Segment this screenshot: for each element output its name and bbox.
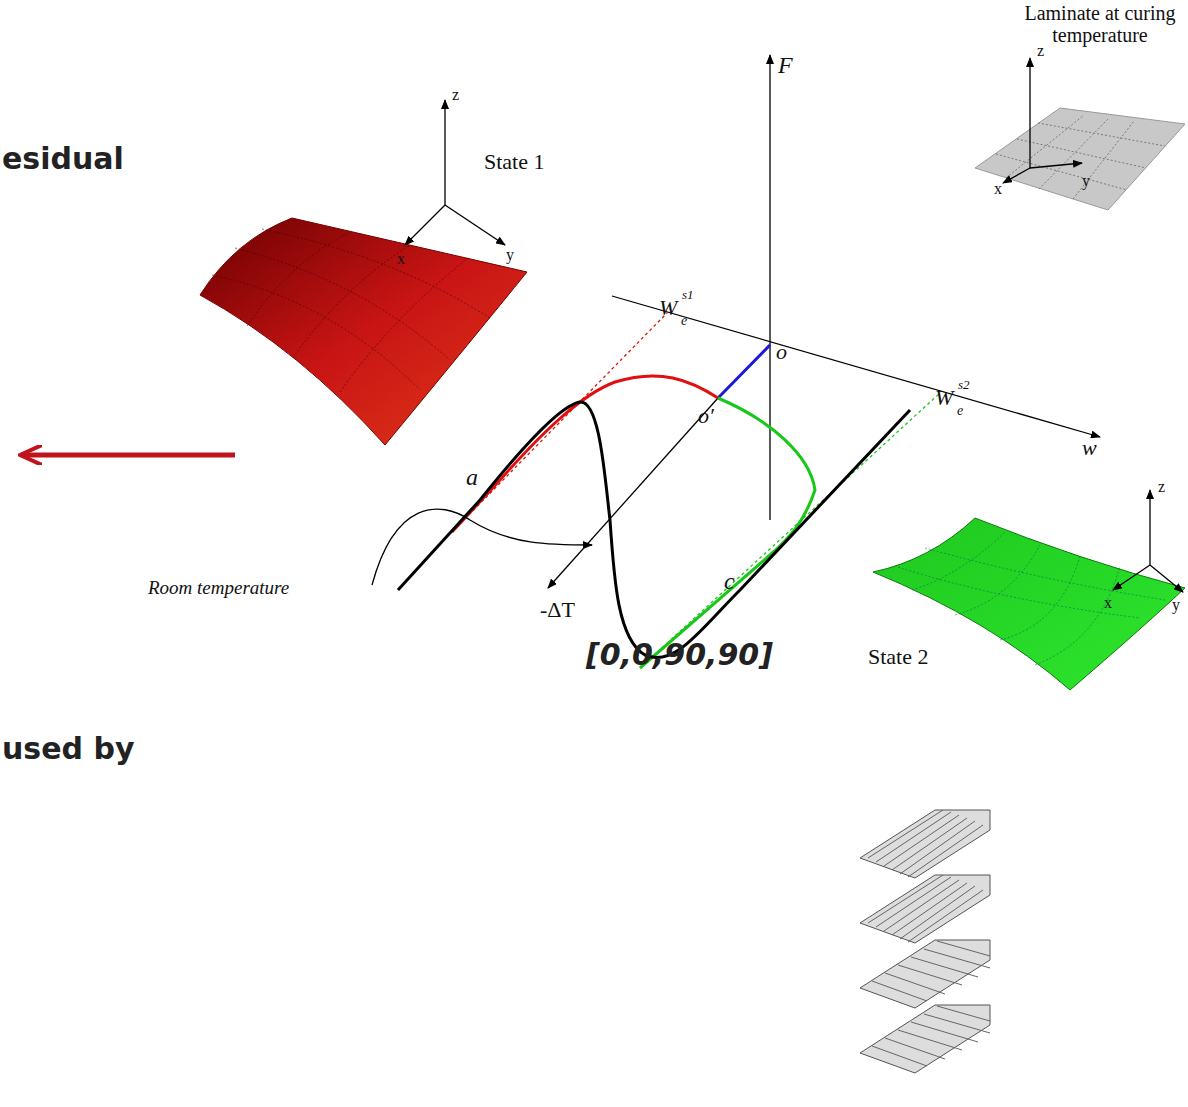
- text-label: s2: [958, 378, 970, 392]
- text-label: F: [778, 52, 793, 78]
- text-label: x: [397, 250, 405, 268]
- text-label: esidual: [2, 142, 124, 175]
- text-label: z: [1037, 42, 1044, 60]
- state1-curve: [452, 376, 718, 532]
- tangent-line: [640, 393, 940, 668]
- text-label: e: [957, 403, 963, 418]
- graph-axes: [548, 55, 1100, 588]
- text-label: State 2: [868, 645, 929, 669]
- text-label: Laminate at curing temperature: [1015, 2, 1185, 46]
- text-label: used by: [2, 732, 135, 765]
- state2-curve: [640, 398, 815, 668]
- text-label: e: [681, 313, 687, 328]
- text-label: W: [935, 386, 953, 410]
- state1-surface: [200, 100, 527, 445]
- text-label: x: [994, 180, 1002, 198]
- text-label: y: [1082, 172, 1090, 190]
- ply-stack: [860, 810, 990, 1073]
- text-label: W: [659, 296, 677, 320]
- text-label: y: [1172, 596, 1180, 614]
- pointer-arrow: [22, 453, 235, 458]
- text-label: s1: [682, 288, 694, 302]
- flat-laminate: [975, 58, 1185, 210]
- leader-line: [372, 509, 592, 585]
- text-label: a: [466, 464, 478, 490]
- text-label: x: [1104, 594, 1112, 612]
- text-label: z: [452, 86, 459, 104]
- text-label: y: [506, 246, 514, 264]
- text-label: w: [1082, 436, 1097, 460]
- text-label: -ΔT: [540, 598, 575, 622]
- text-label: State 1: [484, 150, 545, 174]
- text-label: z: [1158, 478, 1165, 496]
- text-label: o′: [698, 404, 714, 428]
- blue-segment: [718, 345, 770, 398]
- room-temperature-curve: [398, 402, 910, 658]
- text-label: c: [724, 568, 735, 594]
- text-label: [0,0,90,90]: [586, 638, 773, 671]
- text-label: o: [776, 340, 787, 364]
- text-label: Room temperature: [148, 578, 289, 599]
